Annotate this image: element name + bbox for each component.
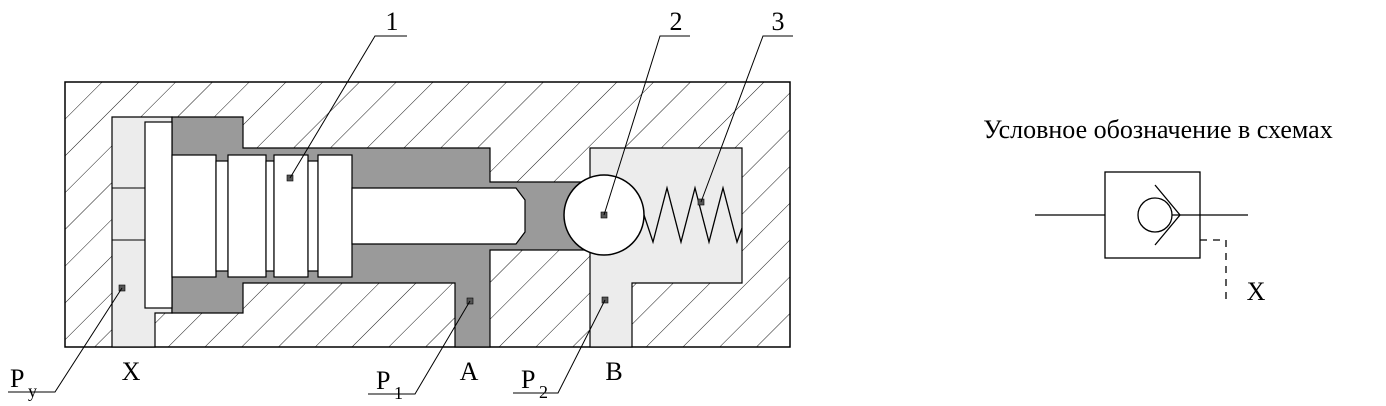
port-b: B — [605, 357, 622, 386]
port-a: A — [460, 357, 479, 386]
port-x: X — [122, 357, 141, 386]
spring — [643, 185, 743, 245]
label-py: P — [10, 364, 24, 393]
callout-2: 2 — [670, 7, 683, 36]
callout-3: 3 — [772, 7, 785, 36]
symbol-pilot-label: X — [1247, 277, 1266, 306]
label-p2: P — [521, 365, 535, 394]
label-p1: P — [376, 366, 390, 395]
piston-head — [144, 121, 173, 309]
plunger — [171, 154, 526, 278]
label-p2-sub: 2 — [539, 382, 548, 402]
leader-lines — [8, 35, 793, 395]
check-valve-symbol — [1035, 171, 1248, 300]
symbol-caption: Условное обозначение в схемах — [983, 115, 1332, 144]
label-p1-sub: 1 — [394, 383, 403, 403]
label-py-sub: y — [28, 381, 37, 401]
callout-1: 1 — [386, 7, 399, 36]
